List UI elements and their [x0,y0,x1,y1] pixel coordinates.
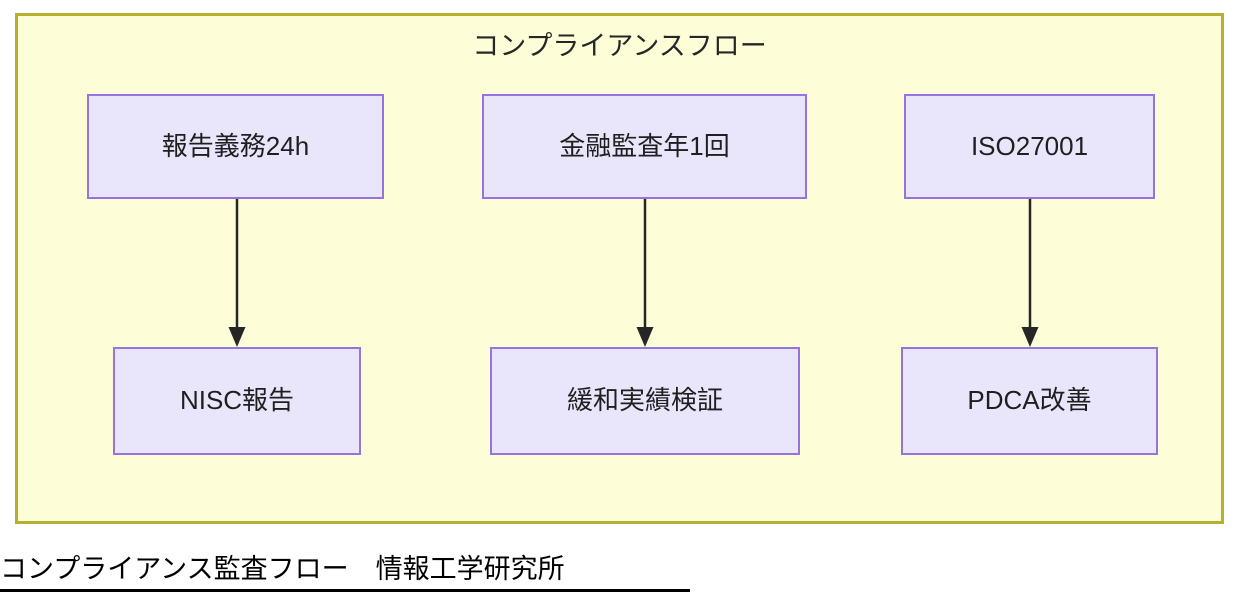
diagram-container: コンプライアンスフロー 報告義務24h 金融監査年1回 ISO27001 NIS… [15,13,1224,524]
node-report-duty[interactable]: 報告義務24h [87,94,384,199]
arrow-down-icon [633,199,657,347]
node-nisc-report[interactable]: NISC報告 [113,347,361,455]
node-label: ISO27001 [970,130,1089,161]
node-label: 緩和実績検証 [566,385,723,416]
node-iso27001[interactable]: ISO27001 [904,94,1155,199]
node-label: NISC報告 [179,385,295,416]
node-finance-audit[interactable]: 金融監査年1回 [482,94,807,199]
node-mitigation[interactable]: 緩和実績検証 [490,347,800,455]
diagram-title: コンプライアンスフロー [472,31,767,61]
node-label: PDCA改善 [967,385,1092,416]
node-label: 金融監査年1回 [559,130,730,161]
arrow-down-icon [225,199,249,347]
figure-caption: コンプライアンス監査フロー 情報工学研究所 [0,552,690,592]
node-pdca[interactable]: PDCA改善 [901,347,1158,455]
arrow-down-icon [1018,199,1042,347]
node-label: 報告義務24h [161,130,310,161]
